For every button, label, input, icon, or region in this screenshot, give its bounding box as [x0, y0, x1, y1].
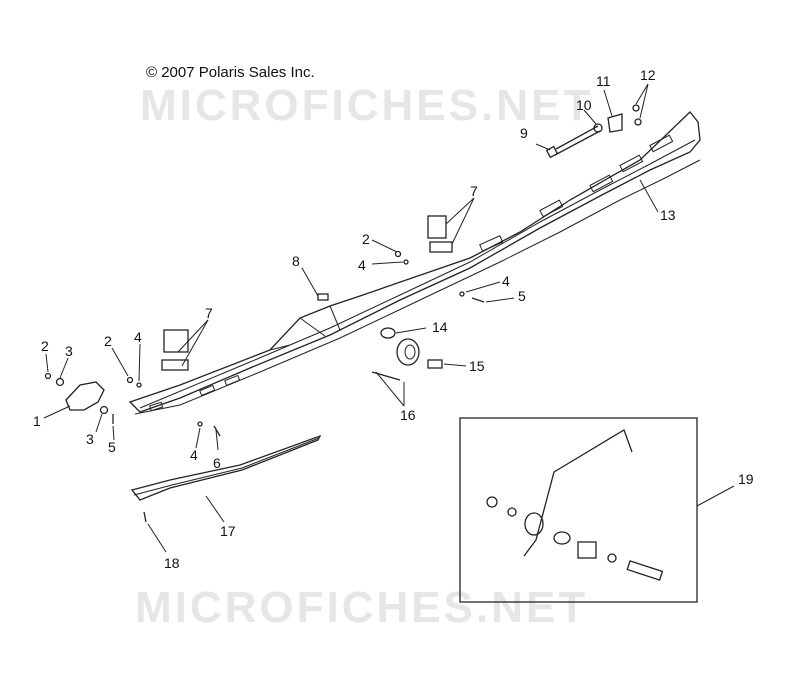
screw-5b [471, 297, 485, 303]
callout-2: 2 [41, 338, 49, 354]
pin-15 [427, 359, 443, 369]
callout-13: 13 [660, 207, 676, 223]
washer-14 [380, 327, 396, 339]
callout-4: 4 [502, 273, 510, 289]
watermark-bottom: MICROFICHES.NET [135, 583, 588, 632]
nut-4a [136, 382, 142, 388]
washer-3a [55, 377, 65, 387]
copyright-notice: © 2007 Polaris Sales Inc. [146, 64, 315, 81]
screw-2b [126, 376, 134, 384]
callout-11: 11 [596, 73, 611, 89]
nut-4d [459, 291, 465, 297]
callout-4: 4 [134, 329, 142, 345]
callout-5: 5 [108, 439, 116, 455]
rail-assembly [128, 111, 701, 415]
callout-14: 14 [432, 319, 448, 335]
wheel-16 [371, 338, 420, 381]
callout-2: 2 [362, 231, 370, 247]
callout-16: 16 [400, 407, 416, 423]
leader-lines [43, 83, 735, 553]
screw-2c [394, 250, 402, 258]
callout-15: 15 [469, 358, 485, 374]
nut-4c [403, 259, 409, 265]
callout-6: 6 [213, 455, 221, 471]
callout-10: 10 [576, 97, 592, 113]
callout-7: 7 [470, 183, 478, 199]
slider-blocks-upper [427, 215, 453, 253]
callout-4: 4 [190, 447, 198, 463]
callout-4: 4 [358, 257, 366, 273]
screw-12a [632, 104, 640, 112]
bracket-11 [607, 113, 623, 133]
inset-19 [459, 417, 698, 603]
screw-2a [44, 372, 52, 380]
bolt-8 [317, 293, 329, 301]
watermark-top: MICROFICHES.NET [140, 81, 593, 130]
callout-2: 2 [104, 333, 112, 349]
callout-19: 19 [738, 471, 754, 487]
callout-12: 12 [640, 67, 656, 83]
callout-9: 9 [520, 125, 528, 141]
nut-10 [593, 123, 603, 133]
wear-bar [130, 434, 322, 501]
washer-3b [99, 405, 109, 415]
screw-6 [213, 425, 221, 437]
callout-18: 18 [164, 555, 180, 571]
callout-8: 8 [292, 253, 300, 269]
slider-blocks-lower [161, 329, 189, 371]
callout-17: 17 [220, 523, 236, 539]
callout-5: 5 [518, 288, 526, 304]
nut-4b [197, 421, 203, 427]
screw-12b [634, 118, 642, 126]
bumper [65, 381, 105, 411]
callout-3: 3 [65, 343, 73, 359]
callout-3: 3 [86, 431, 94, 447]
callout-labels: 1 2 3 2 4 3 5 7 4 6 8 2 4 7 4 5 14 15 16… [33, 67, 754, 571]
callout-1: 1 [33, 413, 41, 429]
callout-7: 7 [205, 305, 213, 321]
screw-18 [143, 511, 147, 523]
long-bolt [545, 125, 601, 159]
